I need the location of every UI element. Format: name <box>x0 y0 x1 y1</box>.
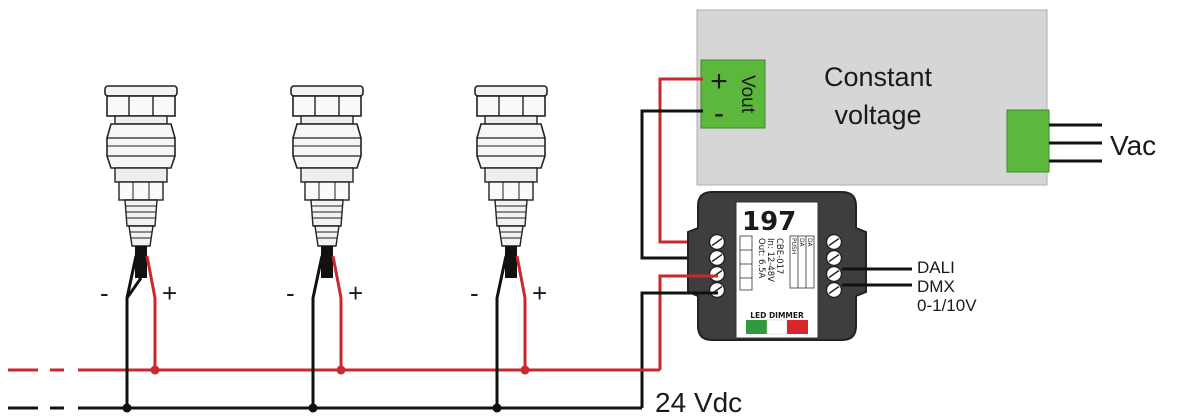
input-terminal-block <box>1006 109 1050 173</box>
control-label-010v: 0-1/10V <box>917 296 977 315</box>
vout-minus-label: - <box>714 97 724 130</box>
bus-voltage-label: 24 Vdc <box>655 387 742 417</box>
vac-label: Vac <box>1110 130 1156 161</box>
lamp1-minus-label: - <box>100 278 109 308</box>
dimmer-id: 197 <box>742 207 796 237</box>
led-dimmer-module: 197 CBE-017 In: 12-48V Out: 6.5A PUSH DA… <box>687 191 867 341</box>
lamp2-minus-label: - <box>286 278 295 308</box>
output-terminal-block <box>700 59 766 129</box>
psu-title-line1: Constant <box>824 62 933 92</box>
lamp1-plus-label: + <box>162 278 177 308</box>
dimmer-term-da1: DA <box>798 238 805 248</box>
light-fixture-1: - + <box>100 85 178 413</box>
constant-voltage-power-supply: Constant voltage + - Vout <box>696 9 1050 186</box>
vout-plus-label: + <box>710 65 728 98</box>
control-input-wires <box>842 267 912 287</box>
light-fixture-3: - + <box>470 85 548 413</box>
lamp3-plus-label: + <box>532 278 547 308</box>
vout-label: Vout <box>737 75 758 114</box>
dimmer-spec-3: Out: 6.5A <box>756 238 766 278</box>
psu-title-line2: voltage <box>834 100 921 130</box>
ac-input-wires <box>1049 123 1102 163</box>
control-label-dali: DALI <box>917 258 955 277</box>
dimmer-spec-2: In: 12-48V <box>765 238 775 282</box>
dimmer-term-da2: DA <box>806 238 813 248</box>
control-label-dmx: DMX <box>917 277 955 296</box>
dimmer-spec-1: CBE-017 <box>774 238 784 274</box>
dimmer-brand: LED DIMMER <box>750 311 804 320</box>
dimmer-term-push: PUSH <box>790 238 797 254</box>
lamp2-plus-label: + <box>348 278 363 308</box>
light-fixture-2: - + <box>286 85 364 413</box>
lamp3-minus-label: - <box>470 278 479 308</box>
